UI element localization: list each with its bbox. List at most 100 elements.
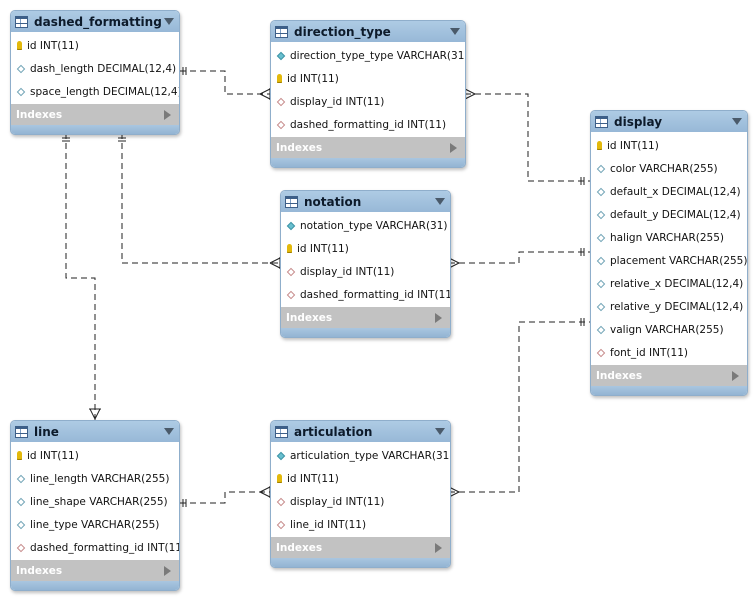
column-label: line_length VARCHAR(255) xyxy=(30,472,170,485)
primary-key-icon xyxy=(287,244,292,253)
column-row[interactable]: halign VARCHAR(255) xyxy=(591,226,747,249)
column-row[interactable]: valign VARCHAR(255) xyxy=(591,318,747,341)
table-header[interactable]: articulation xyxy=(271,421,450,442)
foreign-key-diamond-icon xyxy=(16,543,26,552)
column-row[interactable]: line_shape VARCHAR(255) xyxy=(11,490,179,513)
expand-arrow-icon[interactable] xyxy=(732,370,739,381)
column-label: id INT(11) xyxy=(287,472,339,485)
column-row[interactable]: id INT(11) xyxy=(591,134,747,157)
primary-key-icon xyxy=(277,74,282,83)
column-row[interactable]: dashed_formatting_id INT(11) xyxy=(271,113,465,136)
table-title: dashed_formatting xyxy=(34,14,162,29)
table-header[interactable]: notation xyxy=(281,191,450,212)
column-list: notation_type VARCHAR(31) id INT(11) displ… xyxy=(281,212,450,306)
column-row[interactable]: id INT(11) xyxy=(11,34,179,57)
column-row[interactable]: dash_length DECIMAL(12,4) xyxy=(11,57,179,80)
relationship-line xyxy=(180,70,270,95)
column-row[interactable]: display_id INT(11) xyxy=(271,490,450,513)
column-row[interactable]: line_length VARCHAR(255) xyxy=(11,467,179,490)
column-row[interactable]: line_type VARCHAR(255) xyxy=(11,513,179,536)
expand-arrow-icon[interactable] xyxy=(435,312,442,323)
column-row[interactable]: line_id INT(11) xyxy=(271,513,450,536)
indexes-section[interactable]: Indexes xyxy=(271,137,465,158)
collapse-toggle-icon[interactable] xyxy=(164,18,174,25)
crow-foot-marker xyxy=(259,88,271,95)
indexes-label: Indexes xyxy=(16,564,63,577)
indexes-section[interactable]: Indexes xyxy=(11,560,179,581)
column-row[interactable]: id INT(11) xyxy=(11,444,179,467)
column-row[interactable]: color VARCHAR(255) xyxy=(591,157,747,180)
column-label: space_length DECIMAL(12,4) xyxy=(30,85,180,98)
column-row[interactable]: placement VARCHAR(255) xyxy=(591,249,747,272)
foreign-key-diamond-icon xyxy=(276,497,286,506)
column-label: halign VARCHAR(255) xyxy=(610,231,724,244)
column-row[interactable]: id INT(11) xyxy=(281,237,450,260)
column-row[interactable]: relative_y DECIMAL(12,4) xyxy=(591,295,747,318)
column-row[interactable]: relative_x DECIMAL(12,4) xyxy=(591,272,747,295)
foreign-key-diamond-icon xyxy=(276,97,286,106)
column-label: display_id INT(11) xyxy=(290,495,385,508)
indexes-section[interactable]: Indexes xyxy=(281,307,450,328)
table-header[interactable]: display xyxy=(591,111,747,132)
table-title: notation xyxy=(304,194,362,209)
column-label: id INT(11) xyxy=(27,39,79,52)
column-row[interactable]: display_id INT(11) xyxy=(271,90,465,113)
foreign-key-diamond-icon xyxy=(276,520,286,529)
table-header[interactable]: dashed_formatting xyxy=(11,11,179,32)
not-null-diamond-icon xyxy=(276,51,286,60)
collapse-toggle-icon[interactable] xyxy=(164,428,174,435)
table-header[interactable]: direction_type xyxy=(271,21,465,42)
relationship-line xyxy=(465,93,590,182)
indexes-label: Indexes xyxy=(276,541,323,554)
column-list: direction_type_type VARCHAR(31)id INT(11… xyxy=(271,42,465,136)
table-title: articulation xyxy=(294,424,373,439)
column-row[interactable]: articulation_type VARCHAR(31) xyxy=(271,444,450,467)
collapse-toggle-icon[interactable] xyxy=(435,198,445,205)
attribute-diamond-icon xyxy=(16,497,26,506)
crow-foot-marker xyxy=(269,257,281,264)
column-row[interactable]: dashed_formatting_id INT(11) xyxy=(281,283,450,306)
column-row[interactable]: id INT(11) xyxy=(271,67,465,90)
expand-arrow-icon[interactable] xyxy=(450,142,457,153)
relationship-line xyxy=(65,133,96,420)
table-footer xyxy=(11,581,179,590)
collapse-toggle-icon[interactable] xyxy=(732,118,742,125)
attribute-diamond-icon xyxy=(596,233,606,242)
column-label: dashed_formatting_id INT(11) xyxy=(290,118,447,131)
not-null-diamond-icon xyxy=(276,451,286,460)
indexes-section[interactable]: Indexes xyxy=(591,365,747,386)
column-row[interactable]: display_id INT(11) xyxy=(281,260,450,283)
column-row[interactable]: default_x DECIMAL(12,4) xyxy=(591,180,747,203)
table-notation[interactable]: notation notation_type VARCHAR(31) id INT(… xyxy=(280,190,451,338)
table-title: display xyxy=(614,114,663,129)
column-row[interactable]: dashed_formatting_id INT(11) xyxy=(11,536,179,559)
column-row[interactable]: default_y DECIMAL(12,4) xyxy=(591,203,747,226)
crow-foot-marker xyxy=(259,486,271,493)
indexes-section[interactable]: Indexes xyxy=(11,104,179,125)
indexes-label: Indexes xyxy=(276,141,323,154)
column-label: id INT(11) xyxy=(607,139,659,152)
expand-arrow-icon[interactable] xyxy=(164,565,171,576)
attribute-diamond-icon xyxy=(16,64,26,73)
collapse-toggle-icon[interactable] xyxy=(450,28,460,35)
column-row[interactable]: font_id INT(11) xyxy=(591,341,747,364)
expand-arrow-icon[interactable] xyxy=(435,542,442,553)
column-row[interactable]: direction_type_type VARCHAR(31) xyxy=(271,44,465,67)
column-label: display_id INT(11) xyxy=(300,265,395,278)
expand-arrow-icon[interactable] xyxy=(164,109,171,120)
column-label: id INT(11) xyxy=(297,242,349,255)
table-articulation[interactable]: articulation articulation_type VARCHAR(31… xyxy=(270,420,451,568)
column-row[interactable]: notation_type VARCHAR(31) xyxy=(281,214,450,237)
foreign-key-diamond-icon xyxy=(286,290,296,299)
table-header[interactable]: line xyxy=(11,421,179,442)
column-row[interactable]: id INT(11) xyxy=(271,467,450,490)
indexes-section[interactable]: Indexes xyxy=(271,537,450,558)
collapse-toggle-icon[interactable] xyxy=(435,428,445,435)
column-row[interactable]: space_length DECIMAL(12,4) xyxy=(11,80,179,103)
column-list: id INT(11) color VARCHAR(255)default_x DE… xyxy=(591,132,747,364)
